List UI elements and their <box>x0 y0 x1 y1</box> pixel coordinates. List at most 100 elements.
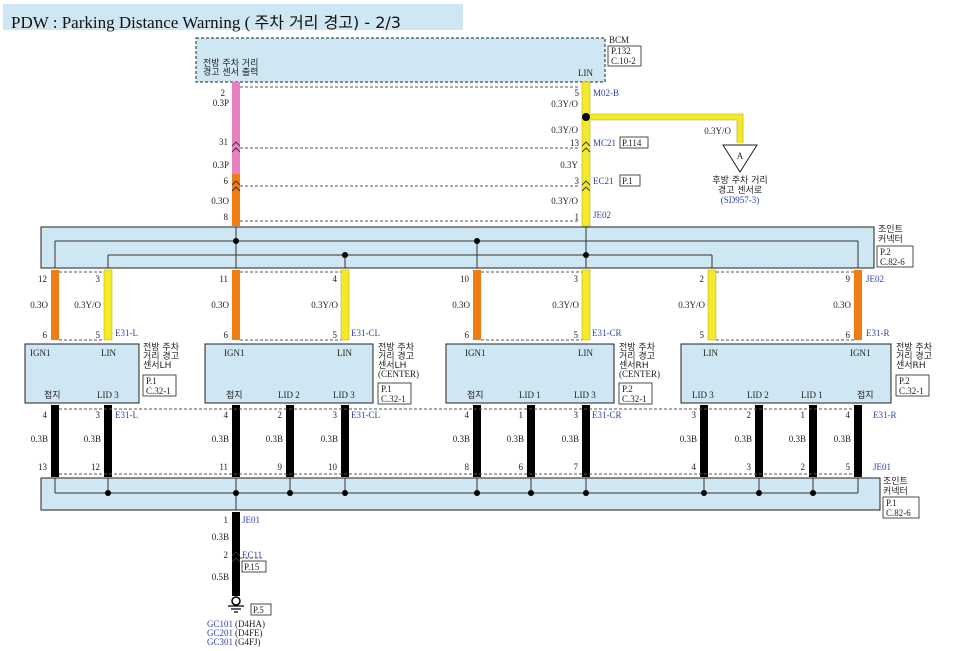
label-sensors-3-bottom_labels-2: LID 1 <box>801 390 823 400</box>
rear-sensor-line2: 경고 센서로 <box>718 184 762 196</box>
label-sensors-3-bottom_pins-2: 1 <box>801 410 806 420</box>
label-sensors-3-bottom_labels-1: LID 2 <box>747 390 769 400</box>
label-sensors-1-bottom_labels-0: 접지 <box>226 389 243 401</box>
label-sensors-2-bottom_pins-1: 1 <box>519 410 524 420</box>
label-sensors-1-joint_pins-2: 10 <box>328 462 338 472</box>
label-sensors-2-bottom_specs-0: 0.3B <box>453 434 470 444</box>
label-sensors-3-bottom_specs-3: 0.3B <box>834 434 851 444</box>
label-sensors-1-ref-0: P.1 <box>381 384 392 394</box>
label-sensors-0-bottom_pins-1: 3 <box>96 410 101 420</box>
label-sensors-2-pins_top-0: 10 <box>460 274 470 284</box>
label-sensors-3-joint_pins-0: 4 <box>692 462 697 472</box>
label-sensors-0-ref-1: C.32-1 <box>146 386 171 396</box>
label-sensors-3-bottom_labels-0: LID 3 <box>692 390 714 400</box>
spec-top-left-1: 0.3P <box>213 98 229 108</box>
label-sensors-2-pins_sensor-1: 5 <box>574 330 579 340</box>
label-sensors-1-conn: E31-CL <box>351 328 380 338</box>
joint-top-conn: JE02 <box>866 274 884 284</box>
sensor-lh-center: IGN1 LIN 접지 LID 2 LID 3 전방 주차 거리 경고 센서LH… <box>204 274 419 472</box>
label-sensors-3-bottom_labels-3: 접지 <box>857 389 874 401</box>
label-sensors-2-bottom_labels-1: LID 1 <box>519 390 541 400</box>
pin-bcm-5: 5 <box>575 88 580 98</box>
label-sensors-0-conn: E31-L <box>115 410 138 420</box>
label-sensors-1-bottom_specs-2: 0.3B <box>321 434 338 444</box>
label-joint_bottom-connector: JE01 <box>873 462 891 472</box>
sensor-wires <box>51 269 862 477</box>
label-sensors-0-bottom_specs-0: 0.3B <box>31 434 48 444</box>
label-sensors-0-specs-0: 0.3O <box>30 300 48 310</box>
sensor-lh-lin: LIN <box>101 348 116 358</box>
rear-sensor-letter: A <box>737 151 744 161</box>
bcm-label: BCM <box>609 35 629 45</box>
joint-top-label2: 커넥터 <box>878 234 903 245</box>
label-ground-connectors-1-name: EC11 <box>242 550 262 560</box>
label-sensors-1-name-0: 전방 주차 <box>378 341 415 353</box>
bcm-module: BCM P.132 C.10-2 전방 주차 거리 경고 센서 출력 LIN <box>195 35 642 83</box>
label-sensors-2-bottom_labels-0: 접지 <box>467 389 484 401</box>
label-ground-points-1-engine: (D4FE) <box>235 628 263 638</box>
label-sensors-1-bottom_pins-1: 2 <box>278 410 283 420</box>
sensor-rh: LIN IGN1 LID 3 LID 2 LID 1 접지 전방 주차 거리 경… <box>678 274 932 472</box>
rear-sensor-line1: 후방 주차 거리 <box>712 174 767 186</box>
label-sensors-2-bottom_pins-2: 3 <box>574 410 579 420</box>
label-ground-points-0-code: GC101 <box>207 619 233 629</box>
pin-ec21-6: 6 <box>224 176 229 186</box>
label-sensors-3-bottom_specs-0: 0.3B <box>680 434 697 444</box>
label-sensors-2-conn: E31-CR <box>592 410 622 420</box>
label-sensors-3-labels-0: LIN <box>703 348 718 358</box>
label-sensors-2-labels-0: IGN1 <box>465 348 486 358</box>
label-sensors-2-ref-0: P.2 <box>622 384 633 394</box>
label-sensors-3-bottom_specs-2: 0.3B <box>789 434 806 444</box>
label-sensors-2-labels-1: LIN <box>578 348 593 358</box>
label-sensors-0-conn: E31-L <box>115 328 138 338</box>
label-sensors-2-bottom_pins-0: 4 <box>465 410 470 420</box>
spec-top-left-2: 0.3P <box>213 160 229 170</box>
label-sensors-0-name-1: 거리 경고 <box>143 350 179 362</box>
pin-mc21-31: 31 <box>219 137 228 147</box>
spec-top-right-4: 0.3Y/O <box>551 196 578 206</box>
bcm-ref-page: P.132 <box>611 46 631 56</box>
label-sensors-2-joint_pins-2: 7 <box>574 462 579 472</box>
label-sensors-3-bottom_specs-1: 0.3B <box>735 434 752 444</box>
orange-wire <box>232 174 240 226</box>
label-ground-points-0-engine: (D4HA) <box>235 619 265 629</box>
pin-ec21-3: 3 <box>575 176 580 186</box>
label-sensors-1-name-1: 거리 경고 <box>378 350 414 362</box>
spec-top-left-3: 0.3O <box>211 196 229 206</box>
spec-top-right-1: 0.3Y/O <box>551 99 578 109</box>
label-sensors-2-pins_top-1: 3 <box>574 274 579 284</box>
label-sensors-0-pins_sensor-0: 6 <box>43 330 48 340</box>
label-ground-specs-1: 0.5B <box>212 572 229 582</box>
label-sensors-1-labels-1: LIN <box>337 348 352 358</box>
label-sensors-0-name-2: 센서LH <box>143 360 171 371</box>
label-sensors-2-joint_pins-1: 6 <box>519 462 524 472</box>
label-sensors-3-name-2: 센서RH <box>896 360 926 371</box>
label-sensors-3-ref-1: C.32-1 <box>899 386 924 396</box>
sensor-lh-gnd: 접지 <box>44 389 61 401</box>
label-sensors-0-pins_top-0: 12 <box>38 274 47 284</box>
pin-je02-8: 8 <box>224 212 229 222</box>
label-ground-pins-1: 2 <box>224 550 229 560</box>
label-joint_bottom-ref-1: C.82-6 <box>886 508 911 518</box>
label-sensors-1-bottom_specs-0: 0.3B <box>212 434 229 444</box>
top-right-wire: 5 M02-B 0.3Y/O 0.3Y/O 13 MC21 P.114 0.3Y… <box>551 81 744 227</box>
label-sensors-3-bottom_pins-3: 4 <box>846 410 851 420</box>
joint-top-ref-conn: C.82-6 <box>880 257 905 267</box>
label-sensors-3-specs-1: 0.3O <box>833 300 851 310</box>
label-sensors-0-pins_sensor-1: 5 <box>96 330 101 340</box>
label-sensors-3-pins_sensor-1: 6 <box>846 330 851 340</box>
spec-top-right-3: 0.3Y <box>560 160 578 170</box>
label-sensors-1-specs-1: 0.3Y/O <box>311 300 338 310</box>
label-sensors-3-specs-0: 0.3Y/O <box>678 300 705 310</box>
label-sensors-0-joint_pins-0: 13 <box>38 462 48 472</box>
label-sensors-0-joint_pins-1: 12 <box>91 462 100 472</box>
yellow-wire <box>581 81 591 227</box>
label-sensors-1-bottom_labels-2: LID 3 <box>333 390 355 400</box>
label-sensors-1-labels-0: IGN1 <box>224 348 245 358</box>
label-sensors-1-bottom_labels-1: LID 2 <box>278 390 300 400</box>
label-sensors-2-name-1: 거리 경고 <box>619 350 655 362</box>
label-sensors-2-specs-1: 0.3Y/O <box>552 300 579 310</box>
label-ground-points-2-engine: (G4FJ) <box>235 637 261 647</box>
top-left-wire: 2 0.3P 31 0.3P 6 0.3O 8 <box>211 82 578 226</box>
